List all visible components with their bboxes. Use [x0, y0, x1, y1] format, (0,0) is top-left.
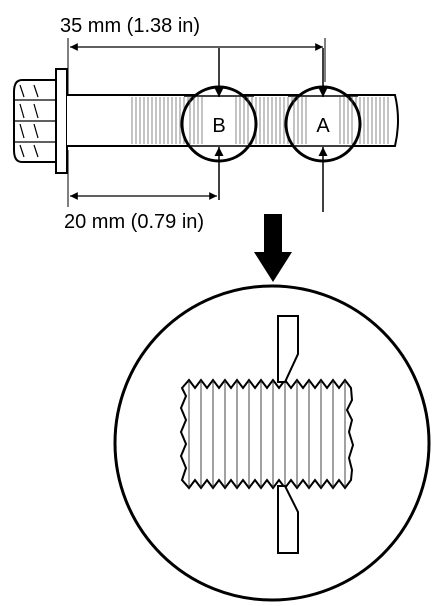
detail-magnified-view	[113, 284, 431, 602]
magnified-thread	[179, 378, 355, 490]
point-label-b: B	[212, 115, 225, 137]
caliper-jaw-bottom	[277, 485, 299, 554]
bolt-flange	[55, 68, 68, 174]
magnified-thread-lines	[188, 381, 346, 487]
dimension-label-lower: 20 mm (0.79 in)	[64, 211, 204, 233]
dimension-label-upper: 35 mm (1.38 in)	[60, 15, 200, 37]
bolt-head-facets	[14, 84, 56, 158]
point-label-a: A	[316, 115, 330, 137]
down-arrow-icon	[254, 214, 292, 282]
